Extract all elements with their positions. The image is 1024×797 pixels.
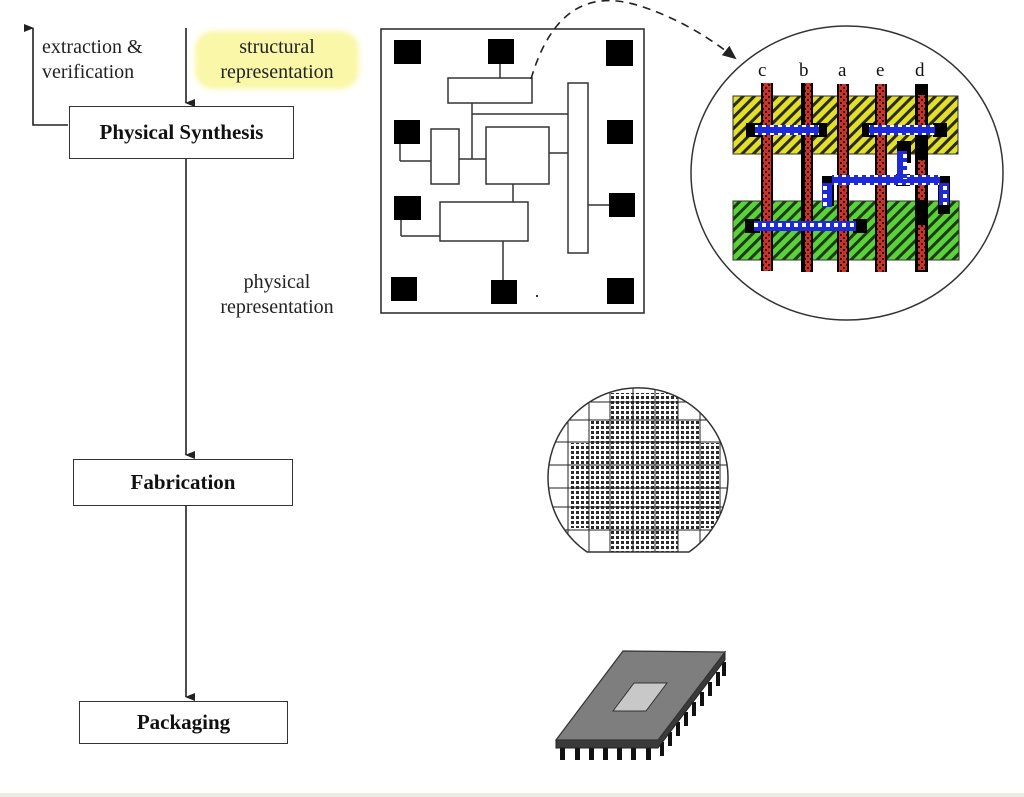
structural-representation-label: structural representation <box>199 35 355 85</box>
bottom-border <box>0 793 1024 797</box>
fabrication-box[interactable]: Fabrication <box>73 459 293 506</box>
ic-package <box>554 650 727 760</box>
metal-wires <box>754 125 949 231</box>
package-die <box>612 682 668 712</box>
physical-representation-label: physical representation <box>199 270 355 320</box>
column-label-d: d <box>915 60 925 81</box>
column-label-c: c <box>758 60 767 81</box>
packaging-label: Packaging <box>136 710 231 734</box>
structural-label-line2: representation <box>220 61 334 83</box>
silicon-wafer <box>547 387 729 553</box>
physical-label-line2: representation <box>220 296 334 318</box>
fabrication-label: Fabrication <box>130 470 236 494</box>
column-label-e: e <box>876 60 885 81</box>
column-label-b: b <box>799 60 809 81</box>
io-pad <box>607 120 633 144</box>
extraction-verification-label: extraction & verification <box>42 35 143 85</box>
transistor-layout-detail <box>690 25 1004 321</box>
extraction-arrow <box>24 24 68 126</box>
floorplan-block <box>439 201 529 242</box>
extraction-label-line1: extraction & <box>42 36 143 58</box>
io-pad <box>607 278 634 304</box>
floorplan-block <box>567 82 589 254</box>
chip-floorplan <box>380 28 645 314</box>
io-pad <box>394 40 421 64</box>
io-pad <box>394 120 420 144</box>
package-pins <box>560 662 726 760</box>
extraction-label-line2: verification <box>42 61 135 83</box>
structural-label-line1: structural <box>239 36 315 58</box>
physical-synthesis-label: Physical Synthesis <box>99 120 264 144</box>
floorplan-block <box>430 128 460 185</box>
column-label-a: a <box>838 60 847 81</box>
physical-label-line1: physical <box>243 271 311 293</box>
io-pad <box>491 280 517 304</box>
io-pad <box>488 39 514 64</box>
io-pad <box>391 277 417 301</box>
io-pad <box>606 40 633 66</box>
io-pad <box>394 196 421 220</box>
io-pad <box>609 193 635 217</box>
floorplan-block <box>485 126 550 185</box>
physical-synthesis-box[interactable]: Physical Synthesis <box>69 106 294 159</box>
floorplan-block <box>447 77 533 104</box>
packaging-box[interactable]: Packaging <box>79 701 288 744</box>
